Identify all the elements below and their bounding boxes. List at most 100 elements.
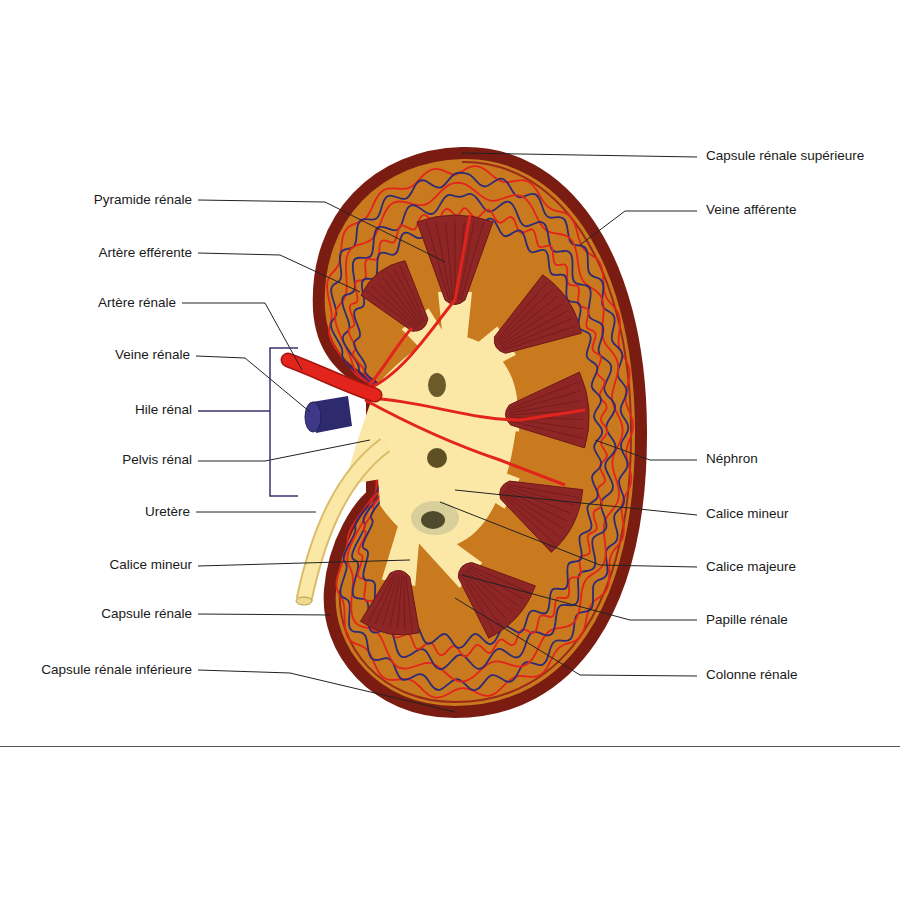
pyramid-stripe [505, 490, 567, 521]
pyramid-stripe [502, 319, 571, 349]
pyramid-stripe [499, 297, 557, 344]
major-calyx [411, 501, 459, 535]
leader-line [462, 153, 697, 157]
pyramid-stripe [501, 311, 567, 346]
part-label: Capsule rénale [101, 606, 192, 622]
vein-end [305, 402, 321, 432]
renal-sinus [345, 292, 520, 588]
leader-line [198, 253, 360, 292]
leader-line [198, 670, 455, 712]
bracket-leader [198, 410, 270, 412]
pyramid-stripe [377, 282, 418, 326]
renal-pyramid [494, 275, 581, 354]
part-label: Capsule rénale inférieure [41, 662, 192, 678]
ureter-outline [304, 445, 385, 600]
pyramid-body [494, 275, 581, 354]
calyx-details [411, 373, 459, 535]
arteries [288, 215, 585, 485]
vessel-loop [342, 194, 615, 669]
renal-pyramid [458, 563, 535, 639]
vessel-network [327, 166, 633, 698]
leader-line [198, 440, 370, 461]
part-label: Pelvis rénal [122, 452, 192, 468]
pyramid-stripe [455, 222, 456, 300]
pyramid-body [361, 570, 420, 635]
pyramid-stripe [510, 391, 581, 411]
ureter [296, 445, 385, 605]
pyramid-stripe [389, 274, 422, 324]
leader-line [198, 614, 330, 615]
renal-vein [305, 396, 352, 433]
bottom-rule [0, 746, 900, 747]
calyx-opening [428, 373, 446, 397]
part-label: Uretère [145, 504, 190, 520]
part-label: Veine rénale [115, 347, 190, 363]
pyramid-stripe [400, 265, 425, 321]
leader-line [580, 211, 697, 245]
pyramid-stripe [446, 222, 454, 300]
pyramid-stripe [503, 326, 576, 350]
leader-line [455, 598, 697, 676]
hilum-bracket [198, 348, 298, 496]
vessel-loop [331, 173, 628, 690]
leader-line [196, 512, 316, 513]
pyramid-stripe [406, 576, 412, 631]
leader-line [198, 200, 445, 262]
part-label: Calice mineur [109, 557, 192, 573]
pyramid-stripe [462, 573, 500, 625]
pyramid-stripe [464, 571, 507, 618]
leader-line [455, 490, 697, 515]
renal-pyramid [417, 215, 493, 305]
leader-line [462, 575, 697, 620]
pyramid-stripe [510, 382, 580, 409]
leader-line [595, 440, 697, 460]
pyramid-body [458, 563, 535, 639]
kidney-capsule [319, 153, 641, 712]
pyramid-stripe [394, 269, 423, 322]
part-label: Papille rénale [706, 612, 788, 628]
pyramid-stripe [510, 421, 584, 438]
major-calyx-opening [421, 511, 445, 529]
part-label: Hile rénal [135, 402, 192, 418]
calyx-opening [427, 448, 447, 468]
artery-branch [360, 215, 470, 392]
pyramid-stripe [375, 574, 396, 624]
bracket [270, 348, 298, 496]
pyramid-stripe [508, 485, 579, 498]
renal-artery-outline [288, 360, 375, 395]
pyramid-stripe [383, 278, 420, 325]
part-label: Néphron [706, 451, 758, 467]
part-label: Veine afférente [706, 202, 797, 218]
part-label: Artère efférente [98, 245, 192, 261]
pyramid-stripe [504, 492, 563, 529]
renal-pyramid [361, 570, 420, 635]
pyramid-stripe [461, 574, 495, 631]
pyramid-stripe [465, 570, 512, 612]
leader-line [196, 356, 310, 412]
part-label: Pyramide rénale [94, 192, 192, 208]
pyramid-stripe [466, 569, 517, 606]
pyramid-group [361, 215, 590, 638]
part-label: Capsule rénale supérieure [706, 148, 864, 164]
pyramid-stripe [390, 575, 400, 627]
pyramid-stripe [500, 304, 562, 345]
vessel-loop [327, 166, 633, 698]
leader-line [440, 502, 697, 567]
capsule-inner-line [340, 162, 631, 702]
artery-branch [365, 400, 565, 485]
pyramid-body [361, 261, 428, 332]
ureter-tube [304, 445, 385, 600]
ureter-end [296, 597, 312, 605]
leader-line [198, 560, 410, 566]
pyramid-stripe [461, 222, 484, 300]
pyramid-stripe [403, 576, 405, 630]
part-label: Calice mineur [706, 506, 789, 522]
pyramid-body [417, 215, 493, 305]
renal-artery [288, 360, 375, 395]
pyramid-stripe [468, 567, 524, 599]
artery-branch [362, 328, 412, 395]
part-label: Colonne rénale [706, 667, 798, 683]
